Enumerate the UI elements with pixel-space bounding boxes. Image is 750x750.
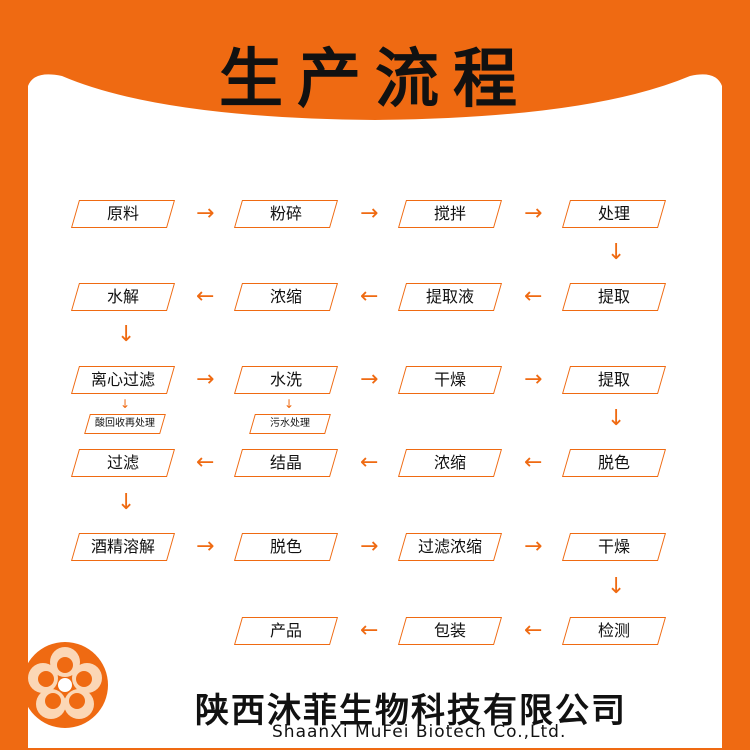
step-concentrate-2: 浓缩 (397, 449, 503, 477)
substep-acid-recovery: 酸回收再处理 (84, 414, 166, 434)
company-logo (22, 642, 108, 728)
arrow-down-icon: ↓ (607, 574, 626, 599)
step-decolor: 脱色 (561, 449, 667, 477)
step-inspect: 检测 (561, 617, 667, 645)
arrow-right-icon: → (196, 534, 215, 559)
arrow-left-icon: ← (360, 450, 379, 475)
company-name-cn: 陕西沐菲生物科技有限公司 (195, 691, 627, 731)
arrow-left-icon: ← (524, 618, 543, 643)
arrow-right-icon: → (360, 534, 379, 559)
arrow-down-icon: ↓ (117, 322, 136, 347)
arrow-right-icon: → (524, 534, 543, 559)
step-stir: 搅拌 (397, 200, 503, 228)
step-filter-concentrate: 过滤浓缩 (397, 533, 503, 561)
step-dry-2: 干燥 (561, 533, 667, 561)
step-package: 包装 (397, 617, 503, 645)
step-raw-material: 原料 (70, 200, 176, 228)
arrow-right-icon: → (196, 201, 215, 226)
arrow-right-icon: → (196, 367, 215, 392)
arrow-down-small-icon: ↓ (120, 397, 131, 411)
arrow-left-icon: ← (360, 618, 379, 643)
step-extract-liquid: 提取液 (397, 283, 503, 311)
company-name-en: ShaanXi MuFei Biotech Co.,Ltd. (272, 722, 567, 742)
arrow-right-icon: → (524, 367, 543, 392)
arrow-right-icon: → (360, 201, 379, 226)
step-decolor-2: 脱色 (233, 533, 339, 561)
step-product: 产品 (233, 617, 339, 645)
arrow-down-icon: ↓ (117, 490, 136, 515)
arrow-down-icon: ↓ (607, 240, 626, 265)
step-crystallize: 结晶 (233, 449, 339, 477)
arrow-right-icon: → (524, 201, 543, 226)
substep-wastewater: 污水处理 (249, 414, 331, 434)
page-title: 生产流程 (219, 43, 531, 117)
step-alcohol-dissolve: 酒精溶解 (70, 533, 176, 561)
arrow-down-icon: ↓ (607, 406, 626, 431)
step-dry: 干燥 (397, 366, 503, 394)
step-filter: 过滤 (70, 449, 176, 477)
step-concentrate: 浓缩 (233, 283, 339, 311)
arrow-down-small-icon: ↓ (284, 397, 295, 411)
arrow-left-icon: ← (196, 450, 215, 475)
arrow-left-icon: ← (524, 284, 543, 309)
step-crush: 粉碎 (233, 200, 339, 228)
arrow-left-icon: ← (360, 284, 379, 309)
step-water-wash: 水洗 (233, 366, 339, 394)
step-centrifuge-filter: 离心过滤 (70, 366, 176, 394)
arrow-left-icon: ← (196, 284, 215, 309)
step-hydrolysis: 水解 (70, 283, 176, 311)
arrow-left-icon: ← (524, 450, 543, 475)
arrow-right-icon: → (360, 367, 379, 392)
step-process: 处理 (561, 200, 667, 228)
step-extract-2: 提取 (561, 366, 667, 394)
step-extract: 提取 (561, 283, 667, 311)
